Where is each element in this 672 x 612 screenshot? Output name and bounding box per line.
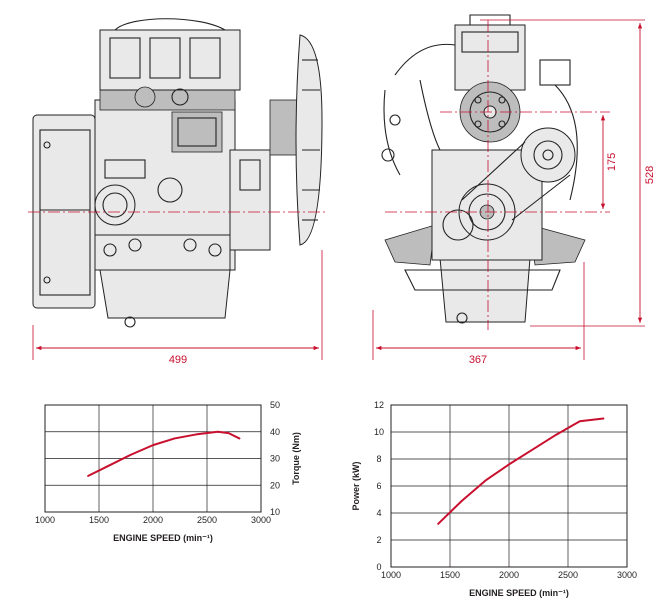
data-point [484, 480, 486, 482]
data-point [555, 434, 557, 436]
y-axis-title: Power (kW) [351, 461, 361, 510]
data-point [217, 431, 219, 433]
y-tick-label: 12 [374, 400, 384, 410]
x-tick-label: 2000 [143, 515, 163, 525]
x-tick-label: 3000 [617, 570, 637, 580]
y-axis-title: Torque (Nm) [291, 432, 301, 485]
x-tick-label: 1500 [89, 515, 109, 525]
front-width-dimension: 367 [372, 262, 585, 366]
front-height-dimension: 528 [480, 19, 656, 327]
shaft-height-label: 175 [606, 153, 618, 171]
x-axis-title: ENGINE SPEED (min⁻¹) [113, 533, 213, 543]
data-point [437, 523, 439, 525]
x-tick-label: 2500 [558, 570, 578, 580]
y-tick-label: 0 [376, 562, 381, 572]
x-tick-label: 1500 [440, 570, 460, 580]
y-tick-label: 8 [376, 454, 381, 464]
data-point [130, 453, 132, 456]
x-tick-label: 2500 [197, 515, 217, 525]
x-tick-label: 3000 [251, 515, 271, 525]
y-tick-label: 20 [270, 480, 280, 490]
data-point [238, 437, 240, 440]
x-tick-label: 1000 [35, 515, 55, 525]
data-point [579, 420, 581, 422]
engine-drawings: 499 [28, 14, 656, 366]
data-point [532, 448, 534, 451]
side-width-label: 499 [169, 354, 187, 366]
y-tick-label: 30 [270, 454, 280, 464]
x-tick-label: 2000 [499, 570, 519, 580]
shaft-height-dimension: 175 [600, 115, 618, 209]
data-point [174, 437, 176, 440]
y-tick-label: 2 [376, 535, 381, 545]
y-tick-label: 50 [270, 400, 280, 410]
y-tick-label: 10 [270, 507, 280, 517]
y-tick-label: 4 [376, 508, 381, 518]
data-point [228, 432, 230, 434]
side-width-dimension: 499 [32, 250, 323, 366]
engine-side-view [28, 18, 325, 328]
data-point [87, 475, 89, 477]
front-height-label: 528 [644, 166, 656, 184]
series-line [87, 430, 241, 477]
data-point [508, 463, 510, 465]
data-point [602, 417, 605, 420]
data-point [109, 464, 111, 466]
engine-front-view [381, 14, 610, 330]
front-width-label: 367 [469, 354, 487, 366]
x-axis-title: ENGINE SPEED (min⁻¹) [469, 588, 569, 598]
data-point [461, 500, 463, 502]
data-point [152, 444, 154, 446]
data-point [195, 433, 197, 436]
series-line [437, 417, 605, 525]
y-tick-label: 6 [376, 481, 381, 491]
y-tick-label: 10 [374, 427, 384, 437]
y-tick-label: 40 [270, 427, 280, 437]
x-tick-label: 1000 [381, 570, 401, 580]
